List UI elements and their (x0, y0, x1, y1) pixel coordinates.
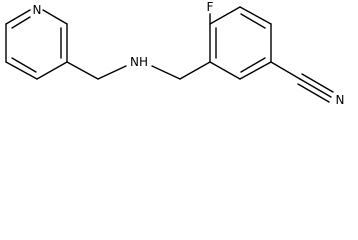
fluorine-label: F (207, 0, 214, 14)
bond-ch2-nh (97, 65, 127, 80)
bond-nh-ch2 (151, 65, 181, 80)
bond-bz-c5-c6 (239, 61, 272, 80)
bond-bz-c6-c1 (209, 61, 241, 80)
bond-ring-cn (270, 61, 301, 80)
bond-bz-c2-c3 (209, 6, 241, 25)
pyridine-ring (5, 9, 68, 80)
molecule-drawing: N NH F N (5, 0, 345, 107)
bond-ch2-ring (179, 61, 211, 80)
bond-bz-c3-c4-inner (240, 13, 266, 29)
bond-pyr-n-c2 (42, 9, 68, 25)
bond-cn-triple-1 (299, 78, 332, 98)
bond-cn-triple-3 (297, 83, 330, 103)
nitrile-nitrogen-label: N (336, 93, 345, 107)
benzene-ring (209, 6, 272, 80)
bond-pyr-c6-n (5, 9, 31, 25)
pyridine-nitrogen-label: N (33, 3, 42, 17)
bond-bz-c5-c6-inner (240, 57, 266, 73)
structure-diagram: N NH F N (0, 0, 358, 116)
bond-c3-ch2 (66, 61, 99, 80)
bond-pyr-c6-n-inner (11, 16, 31, 29)
nitrile-group (270, 61, 334, 103)
bond-pyr-c3-c4 (36, 61, 68, 80)
bond-pyr-c4-c5-inner (11, 57, 37, 73)
bond-cn-triple-2 (301, 73, 334, 93)
linker-chain (66, 61, 211, 80)
amine-nh-label: NH (130, 55, 148, 69)
bond-pyr-c4-c5 (5, 61, 38, 80)
bond-bz-c3-c4 (239, 6, 272, 25)
